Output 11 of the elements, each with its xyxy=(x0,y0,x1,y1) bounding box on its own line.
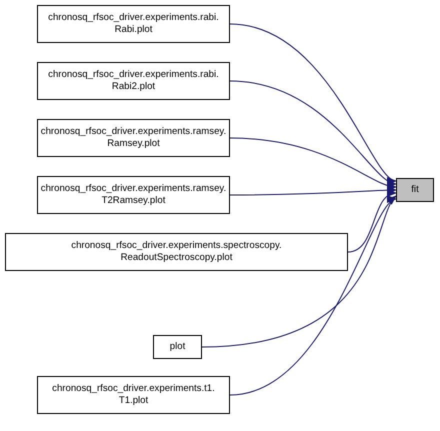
highlighted-function-box: fit xyxy=(396,178,434,202)
arrow xyxy=(230,80,397,186)
function-box: chronosq_rfsoc_driver.experiments.rabi. Rabi2.plot xyxy=(37,62,230,100)
function-box: plot xyxy=(153,335,202,359)
arrow xyxy=(230,186,397,196)
arrow xyxy=(230,138,397,190)
function-box: chronosq_rfsoc_driver.experiments.ramsey. Ramsey.plot xyxy=(37,119,230,157)
arrow xyxy=(230,24,397,182)
function-box: chronosq_rfsoc_driver.experiments.rabi. Rabi.plot xyxy=(37,5,230,43)
function-box: chronosq_rfsoc_driver.experiments.t1. T1.plot xyxy=(37,376,230,414)
function-box: chronosq_rfsoc_driver.experiments.ramsey. T2Ramsey.plot xyxy=(37,176,230,214)
